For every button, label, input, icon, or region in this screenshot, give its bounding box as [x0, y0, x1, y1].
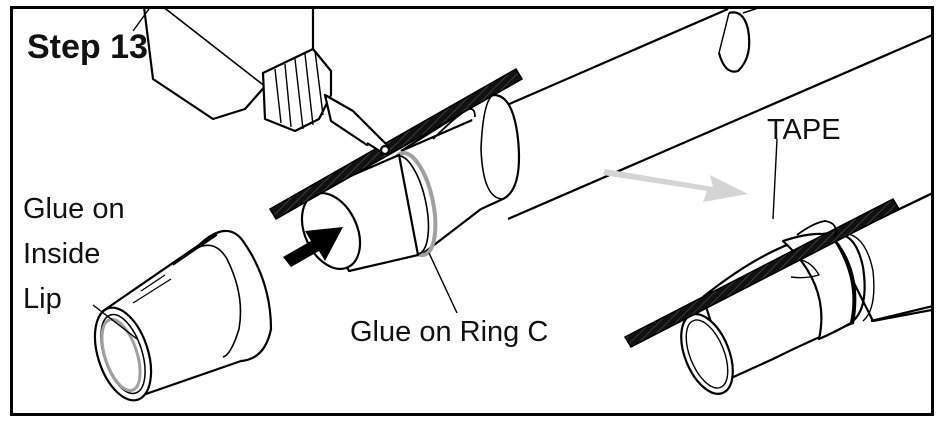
label-glue-lip-line2: Inside	[23, 238, 101, 270]
assembled-tube	[680, 192, 931, 395]
label-glue-lip-line1: Glue on	[23, 193, 125, 225]
figure-frame: Step 13 Glue on Inside Lip Glue on Ring …	[10, 6, 934, 416]
leader-top	[132, 9, 150, 32]
insert-arrow	[283, 227, 343, 267]
threaded-rod-left	[268, 67, 524, 221]
leader-glue-lip	[92, 304, 138, 340]
leader-glue-ring	[428, 252, 458, 314]
wire-hook	[432, 108, 476, 140]
end-cap	[93, 229, 273, 402]
progress-arrow	[603, 169, 748, 202]
label-glue-lip-line3: Lip	[23, 283, 62, 315]
threaded-rod-right	[623, 198, 901, 348]
leader-lines	[92, 9, 778, 340]
label-glue-ring-c: Glue on Ring C	[350, 316, 549, 348]
glue-bottle	[143, 9, 391, 156]
label-glue-inside-lip: Glue on Inside Lip	[23, 187, 125, 322]
leader-tape	[772, 138, 778, 220]
assembly-illustration	[92, 9, 931, 402]
step-title: Step 13	[27, 28, 148, 66]
label-tape: TAPE	[767, 114, 841, 146]
wire-hook-right	[796, 220, 837, 238]
